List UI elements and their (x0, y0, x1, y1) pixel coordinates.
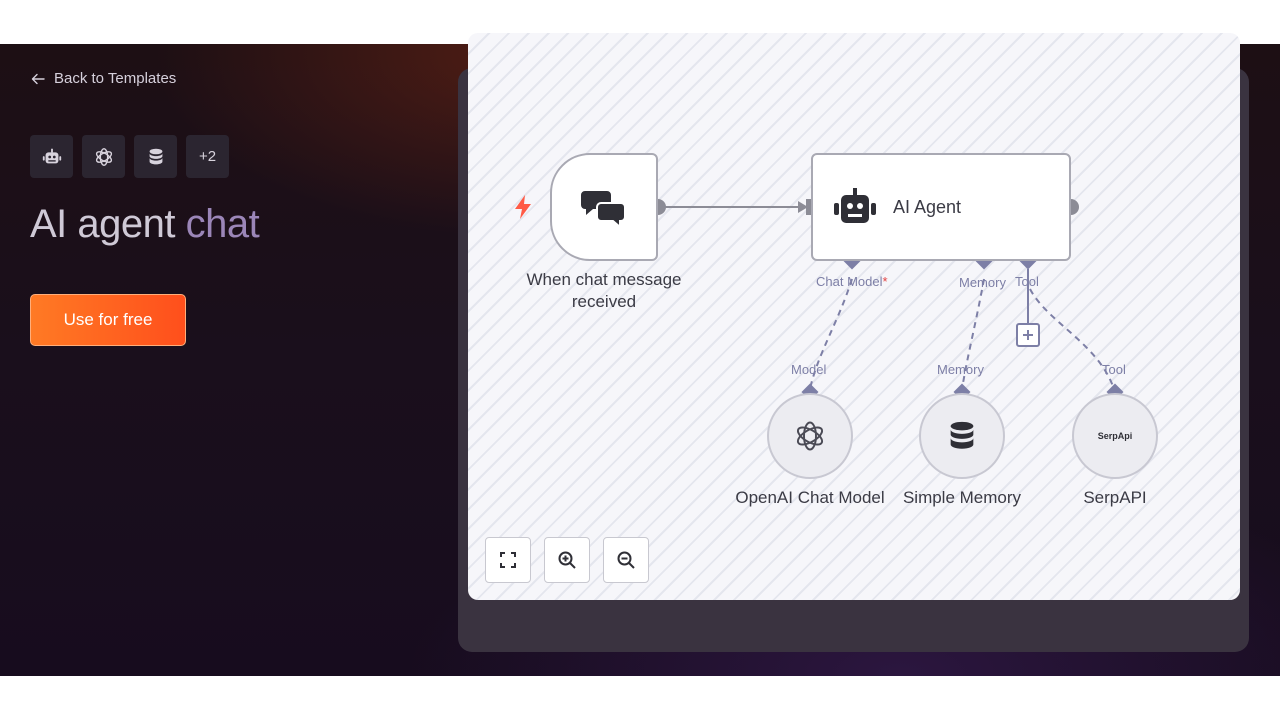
robot-icon (834, 188, 876, 223)
chat-bubbles-icon (581, 191, 626, 227)
chat-trigger-node[interactable] (550, 153, 658, 261)
tool-connection (1029, 288, 1115, 390)
serpapi-logo: SerpApi (1097, 431, 1133, 441)
tool-port-label: Tool (1015, 274, 1039, 289)
openai-chat-model-node[interactable] (767, 393, 853, 479)
chat-model-port-text: Chat Model (816, 274, 883, 289)
more-integrations-chip: +2 (186, 135, 229, 178)
simple-memory-node[interactable] (919, 393, 1005, 479)
plus-icon (1023, 330, 1033, 340)
memory-input-label: Memory (937, 362, 984, 377)
zoom-out-icon (617, 551, 635, 569)
openai-icon (95, 147, 112, 166)
connection-arrowhead (798, 201, 808, 213)
add-tool-button[interactable] (1016, 323, 1040, 347)
openai-chat-model-label: OpenAI Chat Model (735, 488, 885, 507)
fit-view-button[interactable] (485, 537, 531, 583)
zoom-in-icon (558, 551, 576, 569)
required-mark: * (882, 274, 888, 289)
zoom-in-button[interactable] (544, 537, 590, 583)
database-icon (950, 421, 974, 449)
trigger-label-line1: When chat message (526, 270, 682, 289)
back-to-templates-link[interactable]: Back to Templates (30, 70, 176, 87)
fullscreen-icon (500, 552, 516, 568)
robot-icon (42, 148, 61, 163)
serpapi-label: SerpAPI (1083, 488, 1147, 507)
model-input-label: Model (791, 362, 827, 377)
trigger-label-line2: received (571, 292, 637, 311)
workflow-canvas[interactable]: When chat message received AI Agent Chat… (468, 33, 1240, 600)
openai-icon (796, 421, 824, 451)
agent-node-label: AI Agent (893, 196, 962, 217)
database-chip (134, 135, 177, 178)
use-for-free-button[interactable]: Use for free (30, 294, 186, 346)
tool-input-label: Tool (1102, 362, 1126, 377)
back-label: Back to Templates (54, 70, 177, 87)
title-part2: chat (185, 202, 260, 246)
memory-connection (961, 278, 985, 390)
robot-chip (30, 135, 73, 178)
ai-agent-node[interactable]: AI Agent (811, 153, 1071, 261)
arrow-left-icon (31, 73, 45, 84)
openai-chip (82, 135, 125, 178)
page-title: AI agent chat (30, 202, 260, 247)
zoom-out-button[interactable] (603, 537, 649, 583)
trigger-node-label: When chat message received (508, 269, 700, 313)
database-icon (149, 148, 162, 164)
simple-memory-label: Simple Memory (902, 488, 1022, 507)
title-part1: AI agent (30, 202, 176, 246)
connections-layer (650, 199, 1124, 401)
agent-input-handle (806, 199, 814, 215)
serpapi-node[interactable]: SerpApi (1072, 393, 1158, 479)
lightning-bolt-icon (515, 195, 531, 219)
integration-chips: +2 (30, 135, 229, 178)
memory-port-label: Memory (959, 275, 1006, 290)
model-connection (809, 278, 853, 390)
chat-model-port-label: Chat Model* (816, 274, 888, 289)
